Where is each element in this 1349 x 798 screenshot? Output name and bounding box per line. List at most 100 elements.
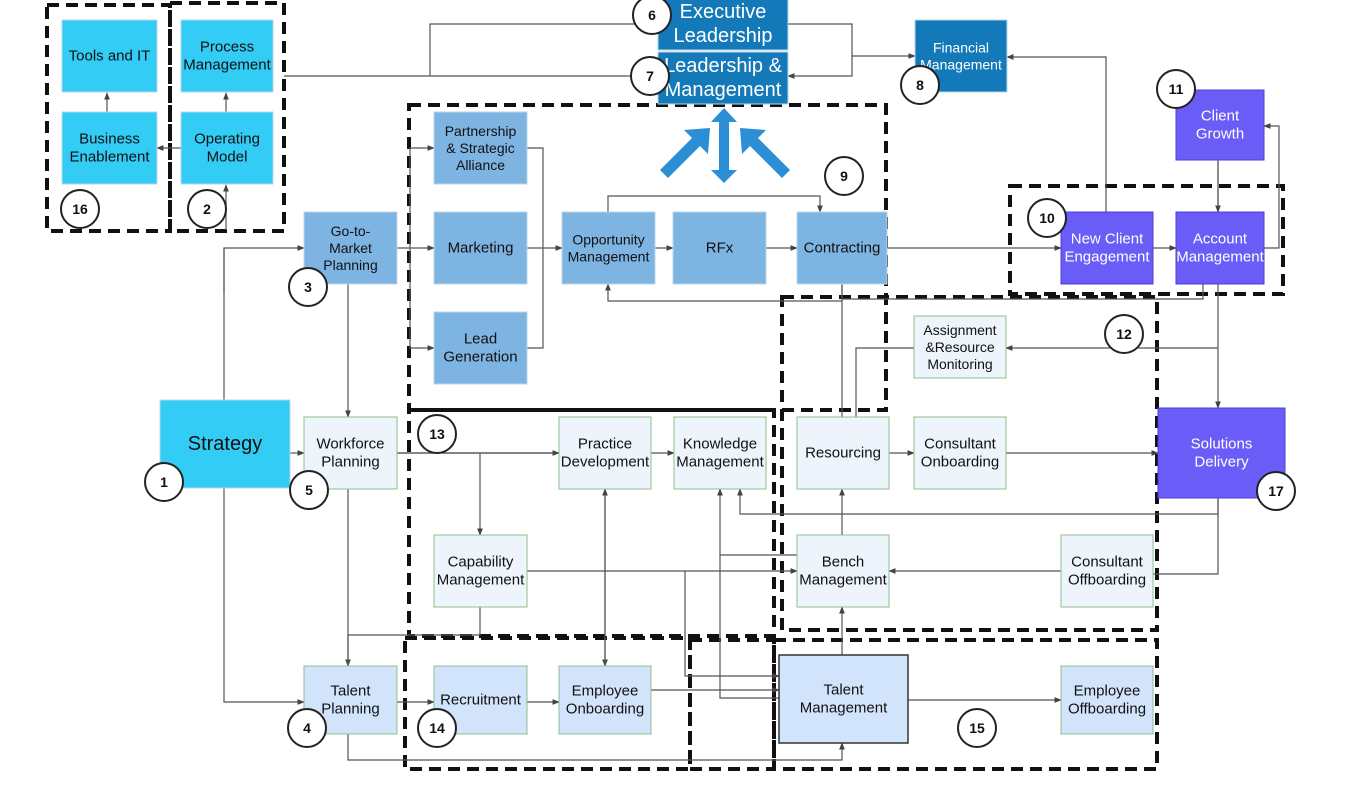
step-number: 15 xyxy=(969,720,985,736)
box-label: Management xyxy=(920,57,1002,73)
connector-line xyxy=(1153,498,1219,575)
dashed-group xyxy=(168,1,286,233)
box-label: Go-to- xyxy=(331,223,371,239)
box-label: Account xyxy=(1193,230,1248,247)
box-label: Planning xyxy=(321,701,379,718)
box-label: Enablement xyxy=(69,149,150,166)
step-marker: 15 xyxy=(957,708,997,748)
box-label: Financial xyxy=(933,39,989,55)
box-label: Employee xyxy=(1074,682,1141,699)
step-number: 5 xyxy=(305,482,313,498)
box-label: Talent xyxy=(330,682,371,699)
box-label: Marketing xyxy=(448,240,514,257)
step-number: 11 xyxy=(1169,81,1184,97)
connector-line xyxy=(347,607,481,666)
connectors xyxy=(104,23,1280,761)
box-label: Delivery xyxy=(1194,454,1249,471)
box-label: Planning xyxy=(321,454,379,471)
box-label: Offboarding xyxy=(1068,572,1146,589)
step-number: 9 xyxy=(840,168,848,184)
box-label: Management xyxy=(800,700,888,717)
step-marker: 5 xyxy=(289,470,329,510)
connector-line xyxy=(1006,54,1107,212)
box-label: &Resource xyxy=(925,339,994,355)
step-marker: 13 xyxy=(417,414,457,454)
step-number: 7 xyxy=(646,68,654,84)
dashed-group xyxy=(45,3,172,233)
box-resourcing: Resourcing xyxy=(796,416,890,490)
connector-line xyxy=(717,488,797,556)
box-label: Planning xyxy=(323,257,378,273)
box-label: RFx xyxy=(706,240,734,257)
group-outlines xyxy=(45,1,1285,771)
box-label: Business xyxy=(79,130,140,147)
connector-line xyxy=(788,23,916,59)
box-label: Recruitment xyxy=(440,692,522,709)
box-leadership-mgmt: Leadership &Management xyxy=(657,51,789,105)
connector-line xyxy=(737,488,1219,515)
box-label: Onboarding xyxy=(921,454,999,471)
connector-line xyxy=(842,284,1204,300)
step-marker: 6 xyxy=(632,0,672,35)
dashed-group xyxy=(688,638,776,771)
box-label: Onboarding xyxy=(566,701,644,718)
connector-line xyxy=(223,488,305,705)
step-number: 13 xyxy=(429,426,445,442)
connector-line xyxy=(347,734,845,761)
box-label: Management xyxy=(799,572,887,589)
step-number: 1 xyxy=(160,474,168,490)
step-number: 14 xyxy=(429,720,445,736)
box-label: Management xyxy=(1176,249,1264,266)
box-label: Operating xyxy=(194,130,260,147)
box-label: Growth xyxy=(1196,126,1244,143)
box-label: Consultant xyxy=(924,435,997,452)
box-label: Leadership & xyxy=(664,55,783,77)
step-marker: 11 xyxy=(1156,69,1196,109)
box-label: Practice xyxy=(578,435,632,452)
box-tools-it: Tools and IT xyxy=(61,19,158,93)
box-label: Monitoring xyxy=(927,356,992,372)
step-number: 6 xyxy=(648,7,656,23)
connector-line xyxy=(607,195,823,213)
box-label: Solutions xyxy=(1191,435,1253,452)
step-number: 10 xyxy=(1039,210,1055,226)
box-label: Capability xyxy=(448,553,514,570)
box-label: Management xyxy=(665,79,782,101)
box-label: Talent xyxy=(823,681,864,698)
connector-line xyxy=(787,56,853,79)
step-marker: 17 xyxy=(1256,471,1296,511)
box-strategy: Strategy xyxy=(159,399,291,489)
connector-line xyxy=(855,347,914,417)
expand-arrows-icon xyxy=(660,108,790,183)
box-label: Client xyxy=(1201,107,1240,124)
connector-line xyxy=(223,245,305,400)
box-label: Resourcing xyxy=(805,445,881,462)
box-label: Contracting xyxy=(804,240,881,257)
box-label: Management xyxy=(437,572,525,589)
step-marker: 10 xyxy=(1027,198,1067,238)
box-label: Executive xyxy=(680,1,767,23)
dashed-group xyxy=(772,638,1159,771)
box-label: Strategy xyxy=(188,433,262,455)
connector-line xyxy=(684,571,780,679)
box-contracting: Contracting xyxy=(796,211,888,285)
box-label: Consultant xyxy=(1071,553,1144,570)
step-number: 17 xyxy=(1268,483,1284,499)
box-label: Bench xyxy=(822,553,865,570)
step-marker: 3 xyxy=(288,267,328,307)
connector-line xyxy=(719,555,779,699)
box-label: Employee xyxy=(572,682,639,699)
box-marketing: Marketing xyxy=(433,211,528,285)
connector-line xyxy=(1263,123,1280,249)
